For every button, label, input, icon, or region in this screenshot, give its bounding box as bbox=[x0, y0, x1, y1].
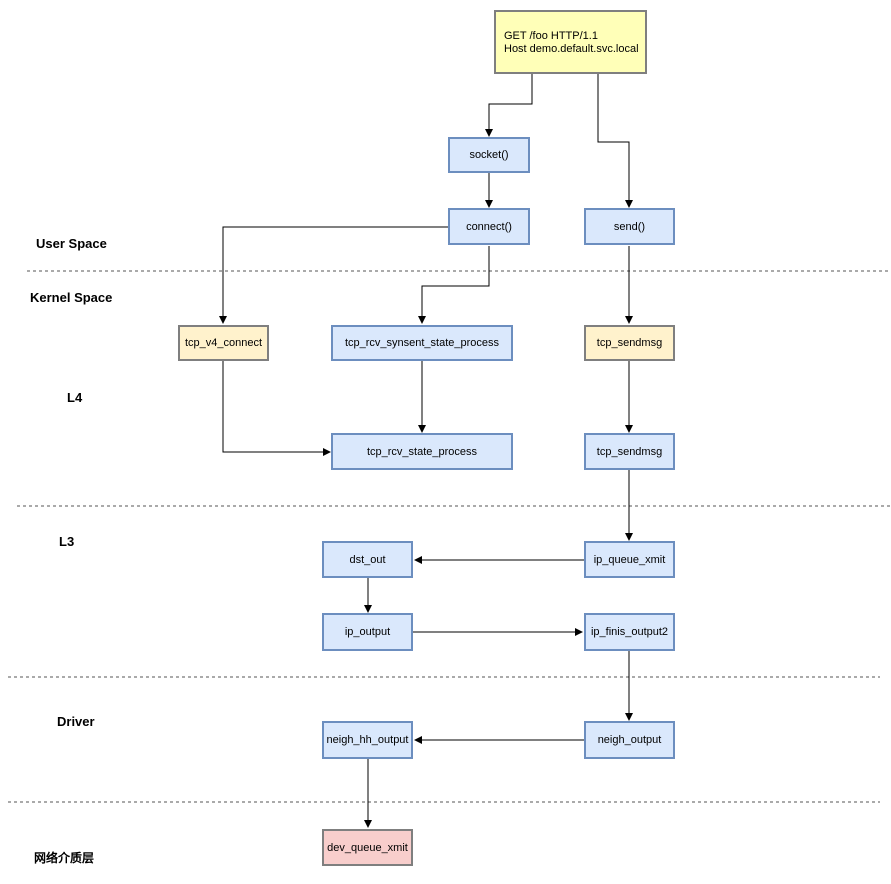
node-tcp-sendmsg-top: tcp_sendmsg bbox=[584, 325, 675, 361]
node-tcp-rcv-state-process: tcp_rcv_state_process bbox=[331, 433, 513, 470]
layer-label-l3: L3 bbox=[59, 534, 75, 549]
node-ip-output: ip_output bbox=[322, 613, 413, 651]
node-send: send() bbox=[584, 208, 675, 245]
node-connect: connect() bbox=[448, 208, 530, 245]
edge-connect-synsent bbox=[418, 246, 490, 324]
request-host: Host demo.default.svc.local bbox=[504, 43, 639, 55]
layer-label-kernel-space: Kernel Space bbox=[30, 290, 113, 305]
node-tcp-v4-connect: tcp_v4_connect bbox=[178, 325, 269, 361]
edge-request-send bbox=[597, 74, 633, 208]
node-ip-queue-xmit: ip_queue_xmit bbox=[584, 541, 675, 578]
node-ip-finis-output2: ip_finis_output2 bbox=[584, 613, 675, 651]
node-socket: socket() bbox=[448, 137, 530, 173]
layer-label-driver: Driver bbox=[57, 714, 95, 729]
node-neigh-hh-output: neigh_hh_output bbox=[322, 721, 413, 759]
node-neigh-output: neigh_output bbox=[584, 721, 675, 759]
node-tcp-rcv-synsent-state-process: tcp_rcv_synsent_state_process bbox=[331, 325, 513, 361]
layer-label-user-space: User Space bbox=[36, 236, 107, 251]
node-dst-out: dst_out bbox=[322, 541, 413, 578]
layer-label-l4: L4 bbox=[67, 390, 83, 405]
edge-connect-tcp-v4-connect bbox=[219, 226, 448, 324]
request-line: GET /foo HTTP/1.1 bbox=[504, 30, 598, 42]
layer-label-media: 网络介质层 bbox=[34, 851, 95, 865]
edge-request-socket bbox=[485, 74, 533, 137]
http-request-note: GET /foo HTTP/1.1 Host demo.default.svc.… bbox=[494, 10, 647, 74]
node-dev-queue-xmit: dev_queue_xmit bbox=[322, 829, 413, 866]
edge-tcp-v4-connect-rcv-state bbox=[222, 361, 331, 456]
node-tcp-sendmsg-bottom: tcp_sendmsg bbox=[584, 433, 675, 470]
